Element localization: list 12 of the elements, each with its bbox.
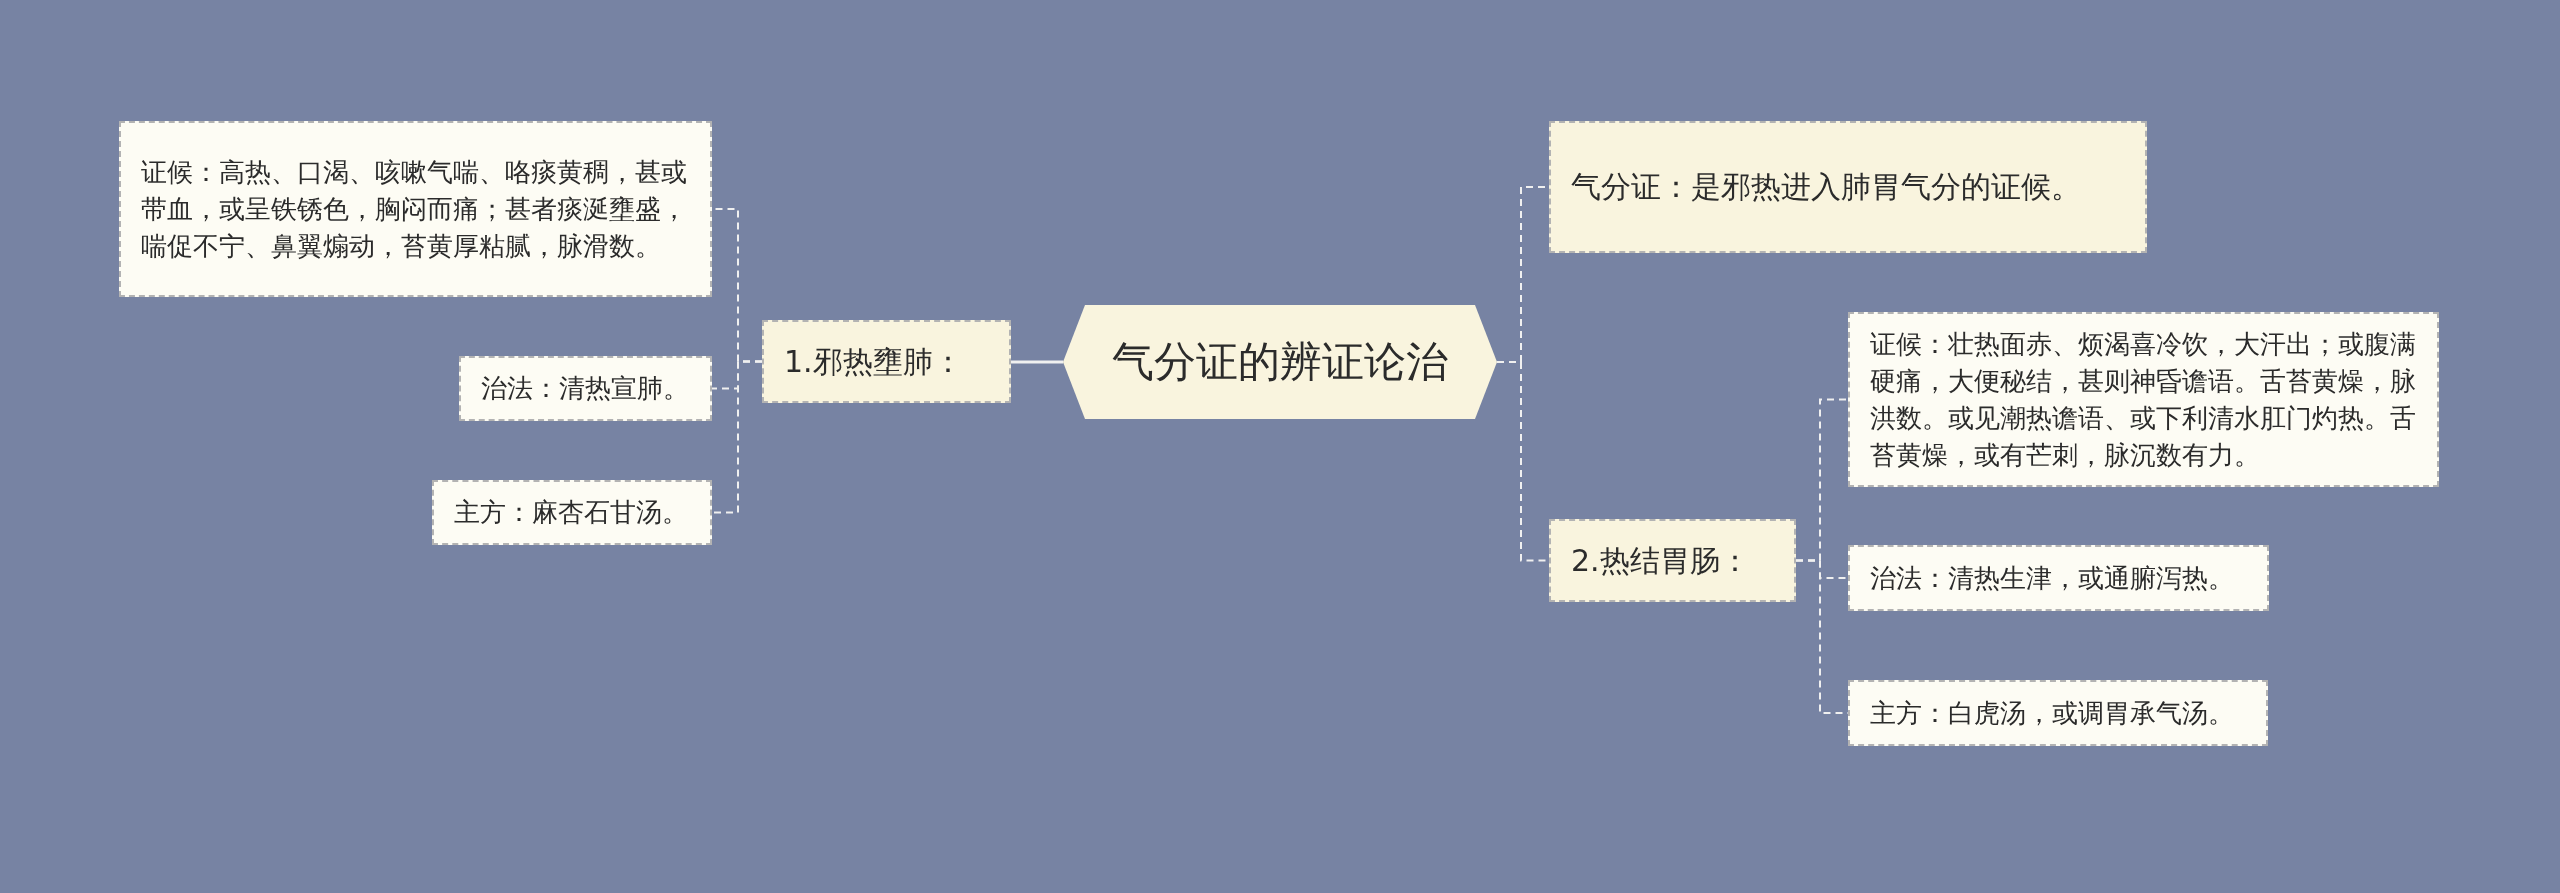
topic-box: 2.热结胃肠：: [1549, 519, 1796, 602]
connector-line: [711, 360, 763, 514]
detail-box: 证候：壮热面赤、烦渴喜冷饮，大汗出；或腹满硬痛，大便秘结，甚则神昏谵语。舌苔黄燥，脉洪数。或见潮热谵语、或下利清水肛门灼热。舌苔黄燥，或有芒刺，脉沉数有力。: [1848, 312, 2439, 487]
detail-box: 主方：麻杏石甘汤。: [432, 480, 712, 545]
detail-box: 治法：清热生津，或通腑泻热。: [1848, 545, 2269, 611]
connector-line: [1011, 360, 1063, 364]
topic-box: 气分证：是邪热进入肺胃气分的证候。: [1549, 121, 2147, 253]
detail-box: 治法：清热宣肺。: [459, 356, 712, 421]
detail-box: 主方：白虎汤，或调胃承气汤。: [1848, 680, 2268, 746]
central-topic-hexagon: 气分证的辨证论治: [1063, 304, 1497, 420]
detail-box: 证候：高热、口渴、咳嗽气喘、咯痰黄稠，甚或带血，或呈铁锈色，胸闷而痛；甚者痰涎壅盛，喘促不宁、鼻翼煽动，苔黄厚粘腻，脉滑数。: [119, 121, 712, 297]
topic-box: 1.邪热壅肺：: [762, 320, 1011, 403]
